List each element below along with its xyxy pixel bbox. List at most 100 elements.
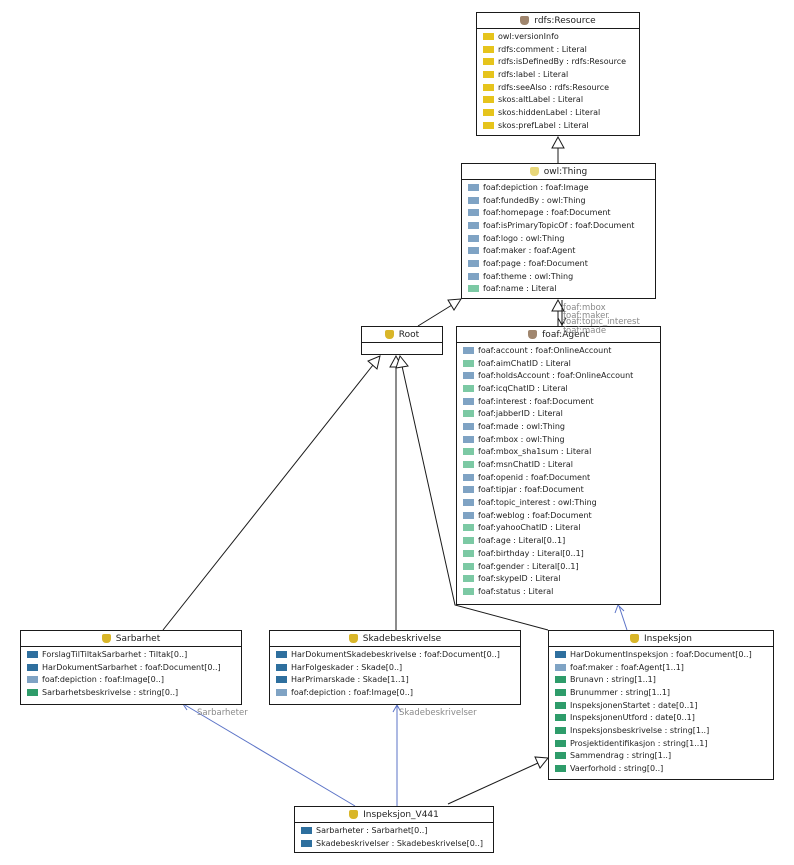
class-header[interactable]: Inspeksjon_V441 <box>295 807 493 823</box>
attribute-row[interactable]: Skadebeskrivelser : Skadebeskrivelse[0..… <box>301 837 493 850</box>
attribute-row[interactable]: Prosjektidentifikasjon : string[1..1] <box>555 737 773 750</box>
attribute-row[interactable]: foaf:openid : foaf:Document <box>463 471 660 484</box>
attribute-row[interactable]: foaf:skypeID : Literal <box>463 572 660 585</box>
class-header[interactable]: Sarbarhet <box>21 631 241 647</box>
attribute-label: owl:versionInfo <box>498 31 559 41</box>
object-property-icon <box>468 221 479 229</box>
object_dark-property-icon <box>276 650 287 658</box>
attribute-row[interactable]: Brunummer : string[1..1] <box>555 686 773 699</box>
attribute-row[interactable]: Inspeksjonsbeskrivelse : string[1..] <box>555 724 773 737</box>
class-header[interactable]: Skadebeskrivelse <box>270 631 520 647</box>
attribute-row[interactable]: foaf:account : foaf:OnlineAccount <box>463 344 660 357</box>
attribute-label: foaf:interest : foaf:Document <box>478 396 594 406</box>
object-property-icon <box>468 183 479 191</box>
attribute-row[interactable]: foaf:birthday : Literal[0..1] <box>463 547 660 560</box>
attribute-row[interactable]: Sammendrag : string[1..] <box>555 750 773 763</box>
attribute-label: Sarbarheter : Sarbarhet[0..] <box>316 825 428 835</box>
attribute-row[interactable]: foaf:status : Literal <box>463 585 660 598</box>
class-header[interactable]: Inspeksjon <box>549 631 773 647</box>
attribute-row[interactable]: foaf:depiction : foaf:Image[0..] <box>276 686 520 699</box>
class-header[interactable]: rdfs:Resource <box>477 13 639 29</box>
attribute-row[interactable]: foaf:jabberID : Literal <box>463 407 660 420</box>
attribute-row[interactable]: foaf:icqChatID : Literal <box>463 382 660 395</box>
generalization-arrowhead <box>551 135 565 149</box>
object-property-icon <box>463 397 474 405</box>
attribute-row[interactable]: foaf:holdsAccount : foaf:OnlineAccount <box>463 369 660 382</box>
data-property-icon <box>463 448 474 456</box>
attribute-row[interactable]: foaf:interest : foaf:Document <box>463 395 660 408</box>
association-inspeksjon-agent <box>618 605 628 631</box>
object-property-icon <box>463 511 474 519</box>
attribute-row[interactable]: Brunavn : string[1..1] <box>555 673 773 686</box>
attribute-row[interactable]: foaf:weblog : foaf:Document <box>463 509 660 522</box>
attribute-row[interactable]: foaf:depiction : foaf:Image <box>468 181 655 194</box>
attribute-row[interactable]: HarFolgeskader : Skade[0..] <box>276 661 520 674</box>
data_dark-property-icon <box>555 752 566 760</box>
object-property-icon <box>463 422 474 430</box>
attribute-row[interactable]: Sarbarheter : Sarbarhet[0..] <box>301 824 493 837</box>
attribute-row[interactable]: skos:altLabel : Literal <box>483 93 639 106</box>
attribute-label: foaf:mbox_sha1sum : Literal <box>478 447 592 457</box>
class-header[interactable]: foaf:Agent <box>457 327 660 343</box>
attribute-row[interactable]: HarDokumentSarbarhet : foaf:Document[0..… <box>27 661 241 674</box>
attribute-row[interactable]: InspeksjonenUtford : date[0..1] <box>555 711 773 724</box>
resource-icon <box>528 330 538 339</box>
class-attributes: Sarbarheter : Sarbarhet[0..] Skadebeskriv… <box>295 823 493 849</box>
attribute-row[interactable]: HarDokumentInspeksjon : foaf:Document[0.… <box>555 648 773 661</box>
object_dark-property-icon <box>301 826 312 834</box>
class-header[interactable]: Root <box>362 327 442 343</box>
attribute-row[interactable]: rdfs:isDefinedBy : rdfs:Resource <box>483 55 639 68</box>
attribute-row[interactable]: foaf:mbox : owl:Thing <box>463 433 660 446</box>
class-root[interactable]: Root <box>361 326 443 355</box>
attribute-row[interactable]: skos:hiddenLabel : Literal <box>483 106 639 119</box>
attribute-row[interactable]: foaf:mbox_sha1sum : Literal <box>463 446 660 459</box>
attribute-row[interactable]: foaf:isPrimaryTopicOf : foaf:Document <box>468 219 655 232</box>
attribute-row[interactable]: rdfs:label : Literal <box>483 68 639 81</box>
attribute-row[interactable]: ForslagTilTiltakSarbarhet : Tiltak[0..] <box>27 648 241 661</box>
attribute-row[interactable]: foaf:homepage : foaf:Document <box>468 206 655 219</box>
attribute-row[interactable]: foaf:maker : foaf:Agent <box>468 244 655 257</box>
attribute-row[interactable]: foaf:theme : owl:Thing <box>468 270 655 283</box>
attribute-row[interactable]: Vaerforhold : string[0..] <box>555 762 773 775</box>
attribute-row[interactable]: foaf:fundedBy : owl:Thing <box>468 194 655 207</box>
attribute-row[interactable]: foaf:maker : foaf:Agent[1..1] <box>555 661 773 674</box>
attribute-row[interactable]: InspeksjonenStartet : date[0..1] <box>555 699 773 712</box>
attribute-row[interactable]: foaf:made : owl:Thing <box>463 420 660 433</box>
attribute-row[interactable]: rdfs:seeAlso : rdfs:Resource <box>483 81 639 94</box>
class-rdfs-resource[interactable]: rdfs:Resource owl:versionInfo rdfs:comment… <box>476 12 640 136</box>
attribute-label: foaf:msnChatID : Literal <box>478 460 574 470</box>
attribute-row[interactable]: foaf:msnChatID : Literal <box>463 458 660 471</box>
attribute-row[interactable]: Sarbarhetsbeskrivelse : string[0..] <box>27 686 241 699</box>
attribute-row[interactable]: foaf:page : foaf:Document <box>468 257 655 270</box>
data_dark-property-icon <box>555 739 566 747</box>
attribute-row[interactable]: foaf:tipjar : foaf:Document <box>463 484 660 497</box>
attribute-row[interactable]: foaf:yahooChatID : Literal <box>463 522 660 535</box>
class-name: Inspeksjon_V441 <box>363 809 439 820</box>
attribute-row[interactable]: skos:prefLabel : Literal <box>483 119 639 132</box>
attribute-label: foaf:openid : foaf:Document <box>478 472 591 482</box>
attribute-row[interactable]: HarPrimarskade : Skade[1..1] <box>276 673 520 686</box>
attribute-row[interactable]: foaf:topic_interest : owl:Thing <box>463 496 660 509</box>
attribute-row[interactable]: rdfs:comment : Literal <box>483 43 639 56</box>
attribute-row[interactable]: owl:versionInfo <box>483 30 639 43</box>
attribute-row[interactable]: foaf:age : Literal[0..1] <box>463 534 660 547</box>
attribute-label: HarDokumentSarbarhet : foaf:Document[0..… <box>42 662 221 672</box>
annotation-property-icon <box>483 45 494 53</box>
class-header[interactable]: owl:Thing <box>462 164 655 180</box>
attribute-row[interactable]: foaf:depiction : foaf:Image[0..] <box>27 673 241 686</box>
attribute-row[interactable]: foaf:logo : owl:Thing <box>468 232 655 245</box>
attribute-row[interactable]: HarDokumentSkadebeskrivelse : foaf:Docum… <box>276 648 520 661</box>
attribute-row[interactable]: foaf:name : Literal <box>468 283 655 296</box>
attribute-row[interactable]: foaf:aimChatID : Literal <box>463 357 660 370</box>
attribute-label: InspeksjonenStartet : date[0..1] <box>570 700 698 710</box>
data_dark-property-icon <box>555 701 566 709</box>
generalization-arrowhead <box>551 298 565 312</box>
class-name: Skadebeskrivelse <box>362 633 442 644</box>
attribute-row[interactable]: foaf:gender : Literal[0..1] <box>463 560 660 573</box>
